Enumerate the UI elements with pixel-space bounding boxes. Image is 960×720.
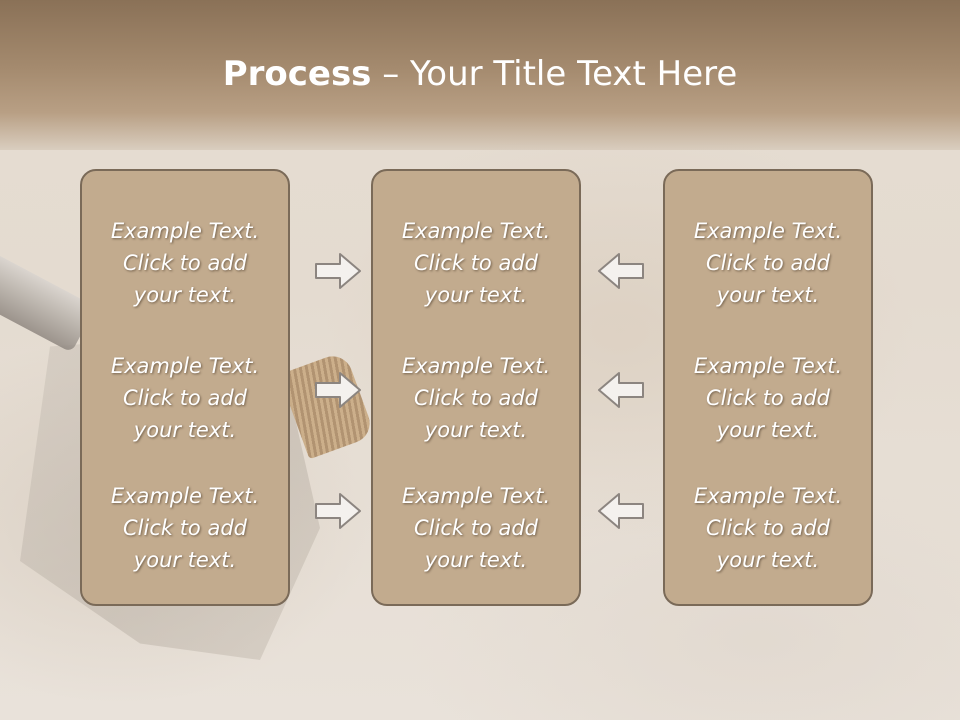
box-text[interactable]: Example Text. Click to add your text. [110, 354, 260, 442]
box-text[interactable]: Example Text. Click to add your text. [401, 219, 551, 307]
box-text[interactable]: Example Text. Click to add your text. [110, 219, 260, 307]
title-rest: – Your Title Text Here [371, 54, 738, 94]
right-arrow-icon [315, 372, 361, 408]
title-bold: Process [222, 54, 372, 94]
right-arrow-icon [315, 253, 361, 289]
left-arrow-icon [598, 253, 644, 289]
box-text[interactable]: Example Text. Click to add your text. [110, 484, 260, 572]
title-bar [0, 0, 960, 150]
process-box-right[interactable]: Example Text. Click to add your text. Ex… [663, 169, 873, 606]
slide-title[interactable]: Process – Your Title Text Here [0, 52, 960, 96]
left-arrow-icon [598, 493, 644, 529]
box-text[interactable]: Example Text. Click to add your text. [693, 219, 843, 307]
box-text[interactable]: Example Text. Click to add your text. [401, 354, 551, 442]
box-text[interactable]: Example Text. Click to add your text. [693, 354, 843, 442]
left-arrow-icon [598, 372, 644, 408]
process-box-center[interactable]: Example Text. Click to add your text. Ex… [371, 169, 581, 606]
box-text[interactable]: Example Text. Click to add your text. [401, 484, 551, 572]
box-text[interactable]: Example Text. Click to add your text. [693, 484, 843, 572]
process-box-left[interactable]: Example Text. Click to add your text. Ex… [80, 169, 290, 606]
right-arrow-icon [315, 493, 361, 529]
